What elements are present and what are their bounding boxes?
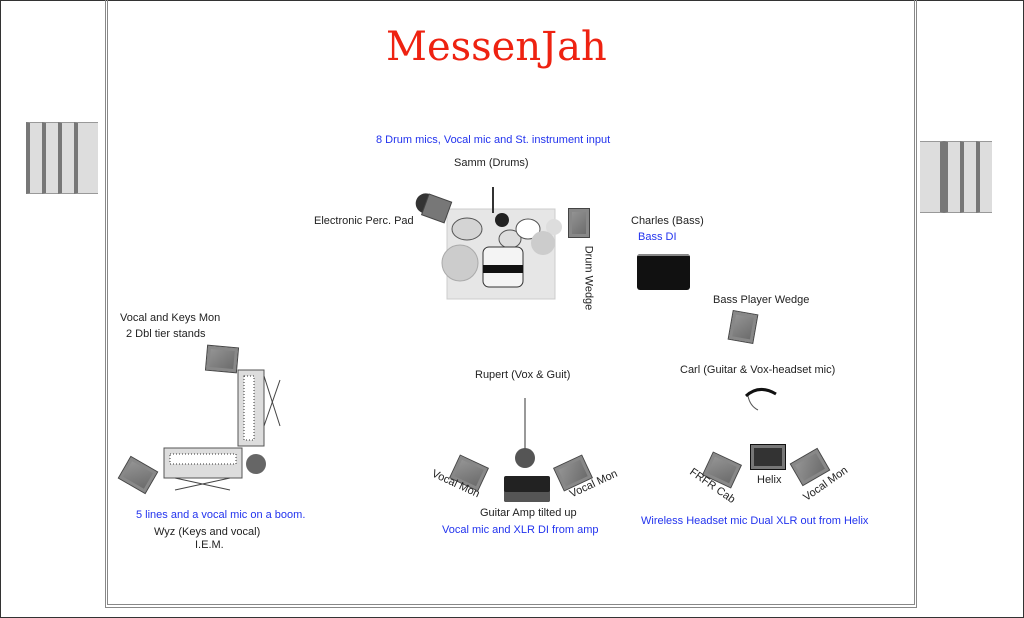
side-fill-right xyxy=(920,141,992,213)
drum-wedge-icon xyxy=(568,208,590,238)
rupert-inputs-note: Vocal mic and XLR DI from amp xyxy=(442,524,599,536)
keys-stands-label: 2 Dbl tier stands xyxy=(126,328,206,340)
headset-mic-icon xyxy=(744,388,777,411)
carl-inputs-note: Wireless Headset mic Dual XLR out from H… xyxy=(641,515,869,527)
bass-wedge-label: Bass Player Wedge xyxy=(713,294,810,306)
guitar-amp-icon xyxy=(504,476,550,502)
guitar-amp-label: Guitar Amp tilted up xyxy=(480,507,577,519)
helix-icon xyxy=(750,444,786,470)
keys-player-label: Wyz (Keys and vocal) xyxy=(154,526,261,538)
vocal-mic-stand-icon xyxy=(515,398,535,468)
keys-iem-label: I.E.M. xyxy=(195,539,224,551)
side-fill-left xyxy=(26,122,98,194)
stage-area xyxy=(105,0,917,608)
rupert-label: Rupert (Vox & Guit) xyxy=(475,369,571,381)
keys-inputs-note: 5 lines and a vocal mic on a boom. xyxy=(136,509,306,521)
bass-amp-icon xyxy=(637,254,690,290)
hihat-icon xyxy=(495,213,509,227)
bass-wedge-icon xyxy=(727,309,759,345)
helix-label: Helix xyxy=(757,474,782,486)
carl-label: Carl (Guitar & Vox-headset mic) xyxy=(680,364,836,376)
mic-stand-base-icon xyxy=(246,454,266,474)
drum-inputs-note: 8 Drum mics, Vocal mic and St. instrumen… xyxy=(376,134,611,146)
band-title: MessenJah xyxy=(386,24,607,70)
drummer-label: Samm (Drums) xyxy=(454,157,529,169)
bassist-label: Charles (Bass) xyxy=(631,215,704,227)
drum-kit xyxy=(415,187,562,300)
drum-wedge-label: Drum Wedge xyxy=(582,245,595,311)
keyboards-icon xyxy=(163,369,281,491)
perc-pad-label: Electronic Perc. Pad xyxy=(314,215,414,227)
keys-monitor-label: Vocal and Keys Mon xyxy=(120,312,221,324)
bass-di-note: Bass DI xyxy=(638,231,677,243)
perc-pad-icon xyxy=(415,193,453,224)
cymbal-icon xyxy=(441,244,479,282)
